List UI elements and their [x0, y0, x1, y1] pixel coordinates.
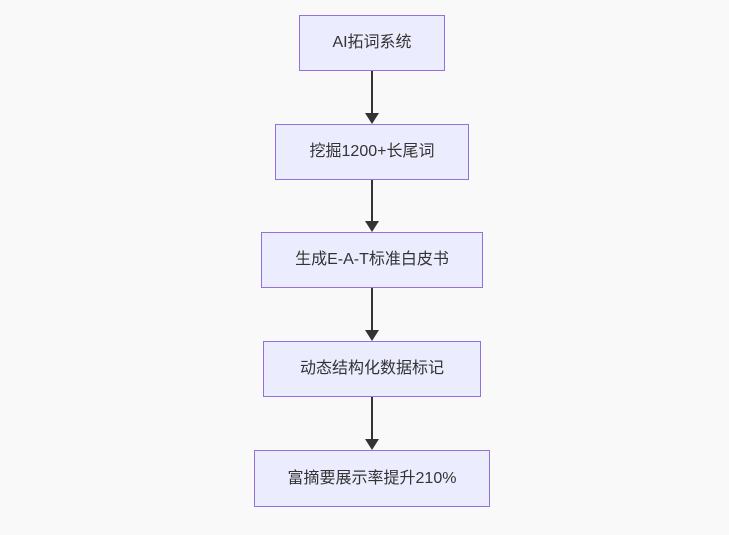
flow-node-label: 富摘要展示率提升210%	[287, 469, 457, 487]
arrowhead-down-icon	[364, 439, 379, 450]
flow-node-eat-whitepaper: 生成E-A-T标准白皮书	[261, 232, 483, 288]
flow-node-label: 挖掘1200+长尾词	[309, 143, 435, 161]
flow-node-longtail-mining: 挖掘1200+长尾词	[275, 124, 469, 180]
edge-line	[370, 288, 373, 330]
flow-node-structured-data-markup: 动态结构化数据标记	[263, 341, 481, 397]
flow-edge-n2-n3	[364, 180, 379, 232]
edge-line	[370, 397, 373, 439]
flow-node-label: 生成E-A-T标准白皮书	[295, 251, 449, 269]
flow-edge-n3-n4	[364, 288, 379, 341]
arrowhead-down-icon	[364, 330, 379, 341]
flow-node-label: AI拓词系统	[332, 34, 412, 52]
edge-line	[370, 71, 373, 113]
edge-line	[370, 180, 373, 221]
flow-edge-n1-n2	[364, 71, 379, 124]
flow-edge-n4-n5	[364, 397, 379, 450]
arrowhead-down-icon	[364, 113, 379, 124]
arrowhead-down-icon	[364, 221, 379, 232]
flow-node-rich-snippet-rate: 富摘要展示率提升210%	[254, 450, 490, 507]
flow-node-ai-keyword-system: AI拓词系统	[299, 15, 445, 71]
flow-node-label: 动态结构化数据标记	[299, 360, 444, 378]
